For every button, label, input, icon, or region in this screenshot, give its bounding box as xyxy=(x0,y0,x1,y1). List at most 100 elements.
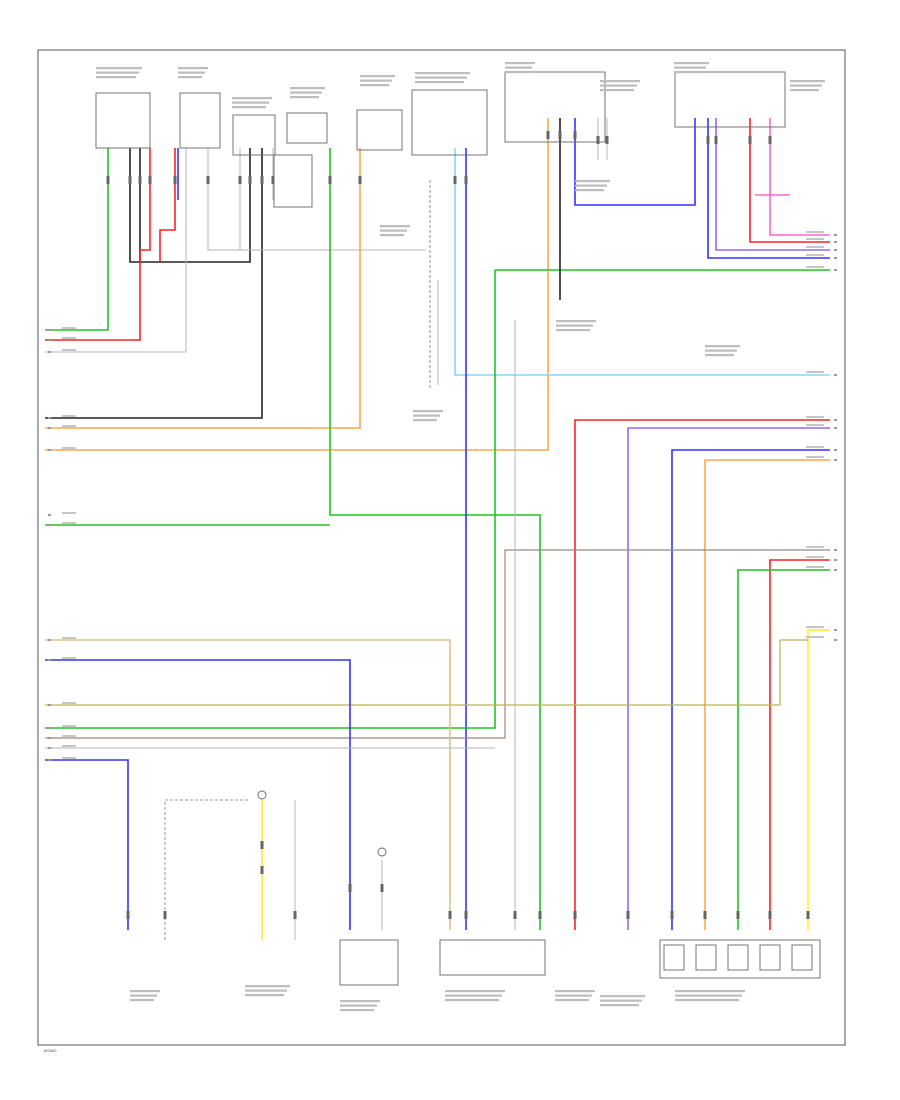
component-label xyxy=(178,71,205,74)
component-label xyxy=(575,189,604,192)
component-label xyxy=(232,101,269,104)
component-label xyxy=(575,180,610,183)
component-label xyxy=(505,62,535,65)
component-label xyxy=(674,71,703,74)
orange-wire-top xyxy=(45,148,361,429)
connector-pin xyxy=(573,131,577,139)
component-label xyxy=(245,989,287,992)
wire-color-label xyxy=(62,657,76,659)
wire-color-label xyxy=(62,337,76,339)
component-label xyxy=(130,999,154,1002)
connector-pin xyxy=(703,911,707,919)
light-blue-wire xyxy=(454,148,830,376)
component-label xyxy=(360,75,395,78)
pin-number xyxy=(834,549,837,551)
component-label xyxy=(232,97,272,100)
connector-ticks xyxy=(106,131,810,919)
underhood-fuse-relay-box xyxy=(411,89,488,156)
component-label xyxy=(415,81,464,84)
orange-wire-to-solenoid xyxy=(704,459,830,930)
tan-wire-lower xyxy=(45,639,451,930)
component-label xyxy=(675,999,739,1002)
component-label xyxy=(555,999,589,1002)
connector-pin xyxy=(260,176,264,184)
under-hood-fuse-box xyxy=(232,114,276,156)
connector-pin xyxy=(248,176,252,184)
component-label xyxy=(96,71,139,74)
wire-color-label xyxy=(62,522,76,524)
pin-number xyxy=(48,339,51,341)
pin-number xyxy=(48,659,51,661)
component-label xyxy=(675,990,745,993)
shield-left xyxy=(164,799,250,940)
connector-pin xyxy=(328,176,332,184)
data-link-connector-box xyxy=(504,71,606,143)
pin-number xyxy=(48,704,51,706)
component-label xyxy=(360,84,389,87)
component-label xyxy=(555,994,592,997)
connector-pin xyxy=(453,176,457,184)
component-label xyxy=(340,1000,380,1003)
blue-wire-right xyxy=(707,118,830,259)
wire-color-label xyxy=(62,512,76,514)
component-label xyxy=(600,84,637,87)
pin-number xyxy=(48,524,51,526)
pin-number xyxy=(834,249,837,251)
connector-pin xyxy=(271,176,275,184)
pin-number xyxy=(834,639,837,641)
pin-number xyxy=(48,449,51,451)
wire-color-label xyxy=(806,254,824,256)
wire-color-label xyxy=(62,757,76,759)
connector-pin xyxy=(736,911,740,919)
component-label xyxy=(790,89,819,92)
pin-number xyxy=(834,269,837,271)
connector-pin xyxy=(626,911,630,919)
connector-pin xyxy=(128,176,132,184)
green-wire-top-left xyxy=(45,148,109,331)
wire-color-label xyxy=(62,745,76,747)
pin-number xyxy=(834,449,837,451)
component-label xyxy=(445,999,499,1002)
connector-pin xyxy=(138,176,142,184)
connector-pin xyxy=(238,176,242,184)
component-label xyxy=(178,67,208,70)
connector-pin xyxy=(670,911,674,919)
green-wire-long xyxy=(45,270,496,729)
connector-pin xyxy=(596,136,600,144)
connector-pin xyxy=(768,136,772,144)
component-label xyxy=(675,994,742,997)
gray-wire-top-left xyxy=(45,148,187,353)
component-label xyxy=(556,320,596,323)
pin-number xyxy=(48,417,51,419)
orange-wire-mid xyxy=(45,118,549,451)
component-label xyxy=(96,67,142,70)
component-label xyxy=(600,89,634,92)
connector-pin xyxy=(806,911,810,919)
connector-pin xyxy=(260,866,264,874)
wire-color-label xyxy=(806,371,824,373)
red-wire-solenoid xyxy=(769,559,830,930)
connector-pin xyxy=(206,176,210,184)
component-label xyxy=(600,999,642,1002)
connector-pin xyxy=(706,136,710,144)
component-label xyxy=(340,1004,377,1007)
violet-wire-to-switch xyxy=(627,427,830,930)
blue-wire-to-solenoid xyxy=(671,449,830,930)
wire-layer xyxy=(45,118,830,940)
wire-color-label xyxy=(62,415,76,417)
wire-color-label xyxy=(806,456,824,458)
wire-color-label xyxy=(806,626,824,628)
wire-color-label xyxy=(806,636,824,638)
solenoid-coil xyxy=(695,944,717,971)
component-label xyxy=(380,225,410,228)
connector-pin xyxy=(260,841,264,849)
ground-bus-wire xyxy=(129,148,251,263)
component-label xyxy=(413,419,437,422)
component-label xyxy=(413,410,443,413)
wire-color-label xyxy=(62,349,76,351)
connector-pin xyxy=(148,176,152,184)
wire-color-label xyxy=(806,556,824,558)
wire-color-label xyxy=(62,637,76,639)
component-label xyxy=(380,234,404,237)
